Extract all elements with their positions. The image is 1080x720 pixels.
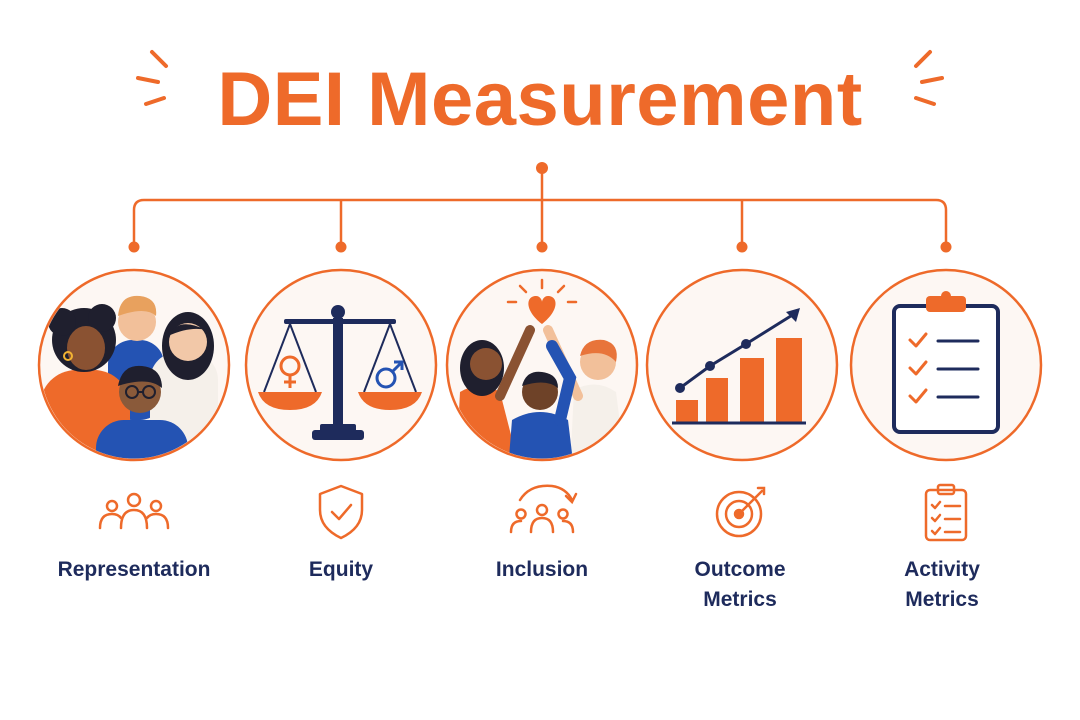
people-group-icon [98, 492, 170, 530]
connector-tree [132, 168, 948, 245]
target-arrow-icon [715, 486, 766, 538]
label-representation: Representation [57, 558, 211, 581]
page-title: DEI Measurement [217, 57, 863, 142]
checklist-clipboard-illustration [892, 291, 1000, 434]
label-outcome-metrics: Outcome Metrics [694, 558, 786, 611]
female-symbol-icon [279, 355, 301, 388]
clipboard-check-icon [924, 483, 968, 542]
shield-check-icon [318, 484, 364, 540]
connector-nodes [128, 162, 952, 253]
people-cycle-icon [509, 484, 578, 534]
heart-icon [528, 296, 556, 324]
bar-chart-trend-illustration [672, 308, 806, 425]
balance-scale-gender-illustration [258, 305, 422, 440]
label-inclusion: Inclusion [495, 558, 589, 581]
diverse-group-illustration [40, 295, 218, 459]
title-sparkles [136, 50, 944, 106]
label-equity: Equity [308, 558, 374, 581]
male-symbol-icon [375, 360, 404, 389]
label-activity-metrics: Activity Metrics [904, 558, 980, 611]
